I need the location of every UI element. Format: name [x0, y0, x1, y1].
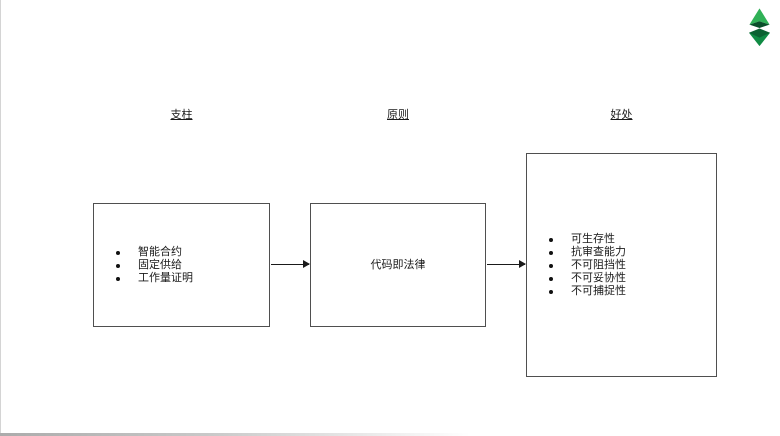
column-header-pillars: 支柱: [170, 109, 193, 121]
list-item-label: 智能合约: [138, 245, 182, 258]
list-item: 固定供给: [94, 259, 269, 272]
list-item: 不可阻挡性: [527, 259, 716, 272]
list-item: 可生存性: [527, 233, 716, 246]
list-item-label: 不可妥协性: [571, 271, 626, 284]
pillars-list: 智能合约 固定供给 工作量证明: [94, 246, 269, 285]
list-item: 抗审查能力: [527, 246, 716, 259]
column-header-benefits: 好处: [610, 109, 633, 121]
arrow-right-icon: [303, 260, 310, 268]
bullet-icon: [116, 250, 120, 255]
list-item-label: 不可阻挡性: [571, 258, 626, 271]
list-item-label: 可生存性: [571, 232, 615, 245]
list-item: 不可妥协性: [527, 272, 716, 285]
list-item-label: 固定供给: [138, 258, 182, 271]
bullet-icon: [549, 250, 553, 255]
connector-arrow: [271, 260, 310, 268]
pillars-box: 智能合约 固定供给 工作量证明: [93, 203, 270, 327]
ethereum-classic-logo-icon: [748, 8, 771, 47]
list-item: 不可捕捉性: [527, 285, 716, 298]
arrow-right-icon: [519, 260, 526, 268]
bullet-icon: [116, 263, 120, 268]
bullet-icon: [549, 263, 553, 268]
bullet-icon: [116, 276, 120, 281]
list-item: 智能合约: [94, 246, 269, 259]
connector-arrow: [487, 260, 526, 268]
list-item: 工作量证明: [94, 272, 269, 285]
benefits-list: 可生存性 抗审查能力 不可阻挡性 不可妥协性 不可捕捉性: [527, 233, 716, 298]
principles-box: 代码即法律: [310, 203, 486, 327]
principles-label: 代码即法律: [370, 258, 426, 271]
page-bottom-shadow: [0, 433, 470, 436]
benefits-box: 可生存性 抗审查能力 不可阻挡性 不可妥协性 不可捕捉性: [526, 153, 717, 377]
page-left-edge: [0, 0, 1, 436]
bullet-icon: [549, 276, 553, 281]
list-item-label: 不可捕捉性: [571, 284, 626, 297]
list-item-label: 工作量证明: [138, 271, 193, 284]
bullet-icon: [549, 289, 553, 294]
column-header-principles: 原则: [387, 109, 409, 121]
bullet-icon: [549, 237, 553, 242]
list-item-label: 抗审查能力: [571, 245, 626, 258]
